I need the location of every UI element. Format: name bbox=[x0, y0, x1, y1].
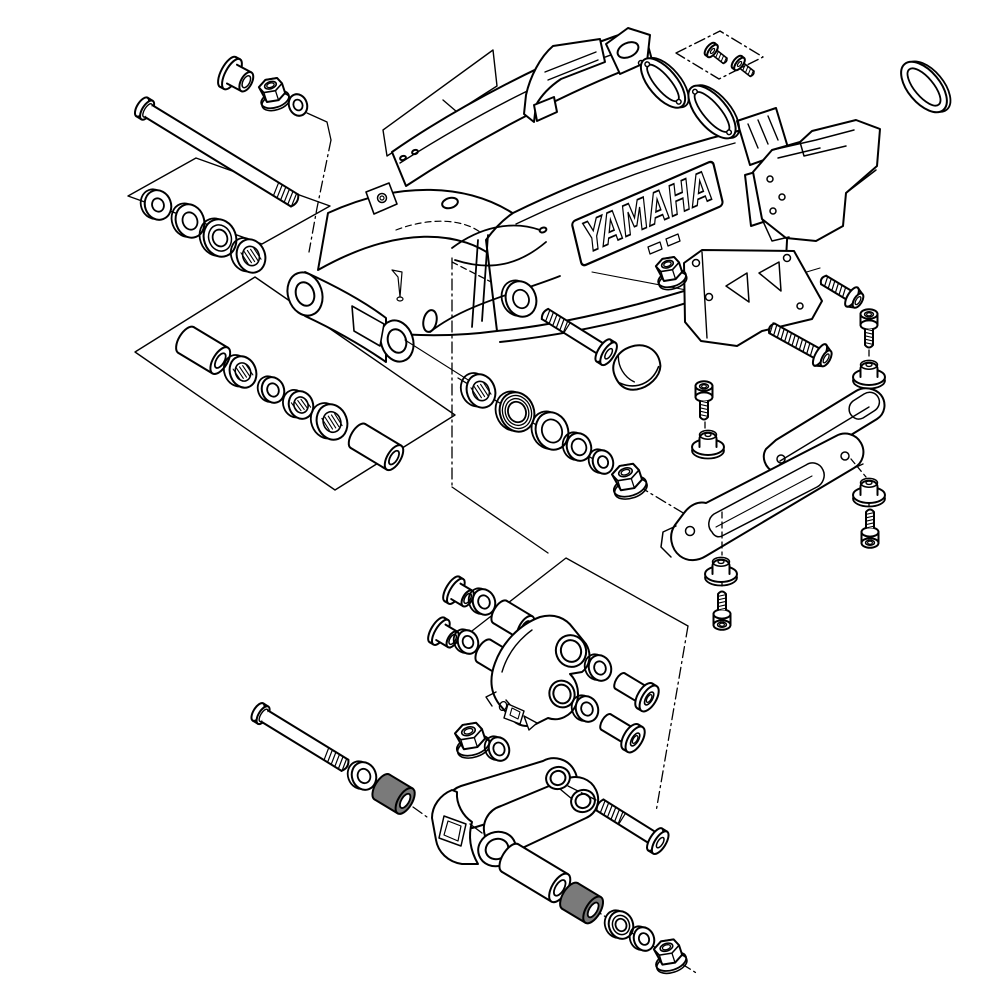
pan-screw bbox=[730, 54, 755, 78]
pivot-bolt bbox=[540, 307, 618, 367]
logo-border bbox=[571, 160, 724, 267]
shock-bushing bbox=[559, 881, 605, 925]
bolt-axis bbox=[567, 785, 597, 801]
rubber-cap bbox=[612, 344, 662, 391]
dust-seal bbox=[170, 202, 206, 239]
pivot-collar bbox=[347, 422, 405, 472]
dust-seal bbox=[256, 375, 286, 404]
flange-bolt bbox=[819, 274, 865, 309]
rub-plate bbox=[687, 84, 741, 140]
needle-bearing bbox=[459, 372, 497, 409]
flanged-collar bbox=[217, 55, 255, 93]
pivot-collar bbox=[175, 325, 232, 375]
oil-seal bbox=[346, 760, 378, 791]
washer bbox=[587, 448, 615, 475]
thrust-cover bbox=[500, 279, 538, 318]
diagram-geometry bbox=[127, 27, 952, 975]
mount-damper bbox=[704, 556, 738, 587]
relay-arm bbox=[485, 614, 591, 731]
pivot-shaft bbox=[133, 96, 300, 208]
oil-seal bbox=[583, 653, 613, 682]
leader-to-seal bbox=[451, 261, 504, 289]
chain-guide-block bbox=[752, 119, 881, 242]
boss-leader bbox=[404, 339, 474, 384]
mount-damper bbox=[852, 359, 886, 390]
bearing bbox=[198, 217, 238, 258]
rub-plate bbox=[900, 60, 952, 114]
pivot-shaft-leader-dash bbox=[308, 139, 332, 253]
axis-dash bbox=[850, 458, 867, 478]
socket-screw bbox=[694, 380, 714, 421]
chain-guard-inner bbox=[660, 432, 865, 562]
flanged-collar bbox=[427, 616, 460, 649]
flange-nut bbox=[257, 76, 291, 112]
oil-seal bbox=[452, 628, 480, 655]
link-collar bbox=[498, 842, 572, 904]
needle-bearing bbox=[222, 354, 258, 389]
washer bbox=[287, 93, 309, 117]
rub-plate bbox=[639, 57, 690, 109]
flange-bolt bbox=[767, 322, 833, 368]
reference-frame-screws bbox=[675, 30, 764, 80]
thrust-washer bbox=[139, 188, 173, 221]
flange-nut bbox=[654, 255, 688, 291]
pivot-shaft-leader bbox=[306, 112, 332, 141]
socket-screw bbox=[859, 308, 879, 349]
link-bolt bbox=[595, 798, 670, 856]
flange-nut bbox=[610, 462, 648, 500]
washer bbox=[628, 925, 656, 952]
socket-screw bbox=[712, 590, 732, 631]
washer bbox=[483, 735, 511, 762]
needle-bearing bbox=[309, 402, 349, 441]
chain-guide-bracket bbox=[683, 249, 823, 347]
linkage-frame-top bbox=[449, 557, 689, 649]
bushing-axis bbox=[412, 806, 428, 818]
mount-damper bbox=[852, 477, 886, 508]
spacer-ring bbox=[561, 431, 593, 462]
flanged-collar bbox=[613, 672, 660, 713]
frame-line-bottom bbox=[451, 486, 549, 554]
link-bolt bbox=[250, 702, 350, 772]
bearing bbox=[603, 909, 635, 940]
grooved-seal bbox=[494, 390, 536, 433]
linkage-frame-right bbox=[655, 625, 689, 813]
mount-damper bbox=[691, 429, 725, 460]
connecting-rod bbox=[431, 757, 600, 868]
flanged-collar bbox=[442, 575, 475, 608]
needle-bearing bbox=[229, 237, 267, 274]
reference-frame-slider bbox=[382, 49, 498, 157]
pan-screw bbox=[703, 41, 728, 65]
reference-frame-collars bbox=[134, 276, 456, 491]
flange-nut bbox=[453, 721, 491, 759]
shock-bushing bbox=[371, 773, 416, 815]
oil-seal bbox=[570, 694, 600, 723]
socket-screw bbox=[860, 508, 880, 549]
flange-nut bbox=[652, 938, 688, 975]
needle-bearing bbox=[282, 389, 315, 420]
flanged-collar bbox=[599, 713, 646, 754]
oil-seal bbox=[467, 587, 497, 616]
seal-ring bbox=[530, 410, 570, 451]
